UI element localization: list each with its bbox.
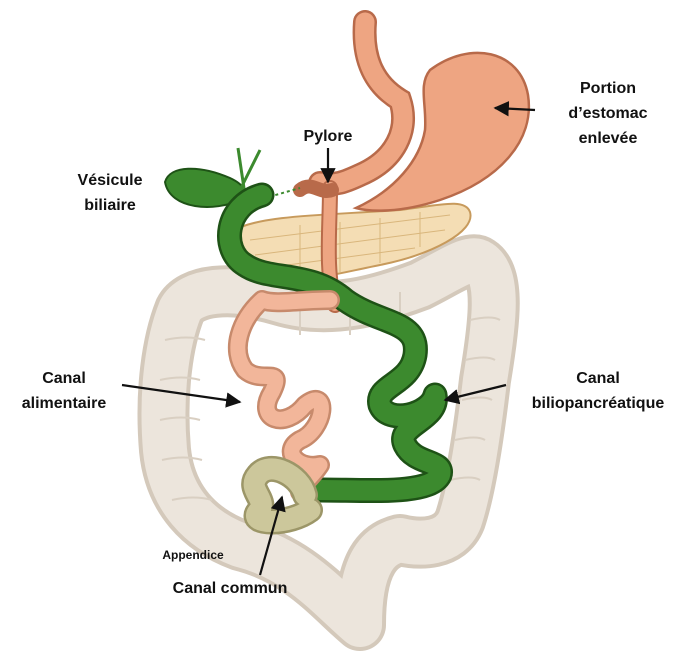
pointer-arrows (121, 101, 536, 576)
arrow-estomac (493, 101, 536, 117)
label-commun: Canal commun (172, 580, 288, 597)
alimentary-limb (227, 290, 340, 502)
arrow-alimentaire (121, 383, 242, 408)
removed-stomach-portion (352, 51, 531, 212)
label-estomac: Portion d’estomac enlevée (568, 80, 648, 147)
label-alimentaire: Canal alimentaire (21, 370, 107, 412)
arrow-biliopancreatique (443, 383, 507, 405)
arrow-commun (258, 495, 286, 576)
stomach (293, 10, 415, 313)
biliopancreatic-limb (217, 182, 453, 504)
colon (137, 234, 520, 651)
common-channel (241, 456, 323, 535)
label-appendice: Appendice (162, 548, 224, 562)
label-vesicule: Vésicule biliaire (77, 172, 143, 214)
label-biliopancreatique: Canal biliopancréatique (531, 370, 665, 412)
label-pylore: Pylore (303, 128, 353, 145)
